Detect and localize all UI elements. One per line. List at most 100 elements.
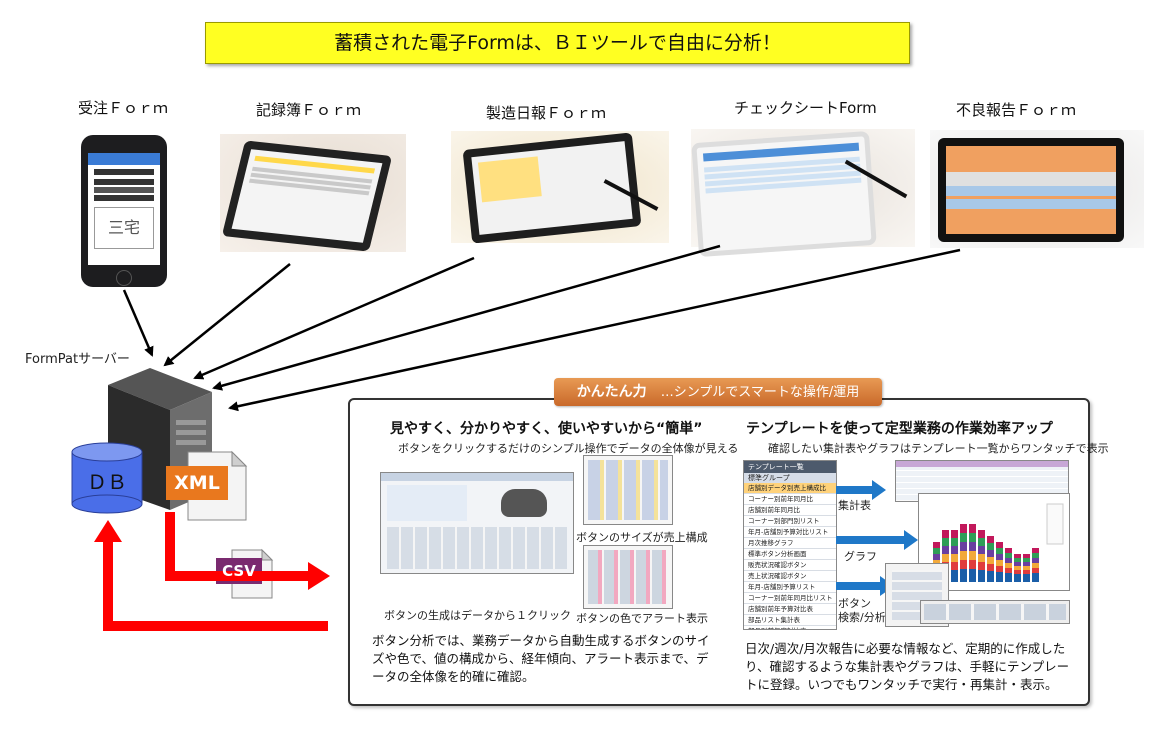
tablet-defect-report: [930, 130, 1144, 248]
template-list-group: 標準グループ: [744, 473, 836, 483]
form-label-order: 受注Ｆｏｒｍ: [78, 99, 169, 117]
button-analysis-screenshot: [380, 472, 574, 574]
headline-banner: 蓄積された電子Formは、ＢＩツールで自由に分析！: [205, 22, 910, 64]
blue-arrow-button: [836, 576, 894, 596]
graph-bar-segment: [987, 557, 994, 564]
graph-bar-segment: [1005, 573, 1012, 582]
template-list-header: テンプレート一覧: [744, 461, 836, 473]
graph-bar-segment: [969, 551, 976, 560]
template-list-item[interactable]: 月次推移グラフ: [744, 538, 836, 549]
template-list-item[interactable]: 部品別前年度対比表: [744, 626, 836, 629]
graph-bar-segment: [969, 560, 976, 569]
graph-bar-segment: [996, 566, 1003, 572]
label-graph: グラフ: [844, 550, 877, 563]
caption-button-size: ボタンのサイズが売上構成: [576, 531, 708, 544]
form-label-defect-report: 不良報告Ｆｏｒｍ: [956, 101, 1077, 119]
graph-bar-segment: [978, 530, 985, 538]
red-arrow-export: [165, 512, 310, 581]
graph-bar-segment: [1005, 558, 1012, 563]
xml-file-icon: [166, 450, 248, 521]
panel-tab: かんたん力…シンプルでスマートな操作/運用: [554, 378, 882, 406]
graph-bar-segment: [951, 570, 958, 582]
button-color-screenshot: [583, 545, 673, 609]
red-arrow-feedback: [103, 540, 328, 631]
tablet-daily-report: [451, 131, 669, 244]
template-list-item[interactable]: 販売状況確認ボタン: [744, 560, 836, 571]
csv-label: CSV: [222, 562, 256, 580]
graph-bar-segment: [978, 570, 985, 582]
right-section-body: 日次/週次/月次報告に必要な情報など、定期的に作成したり、確認するような集計表や…: [745, 641, 1070, 692]
graph-bar-segment: [1032, 553, 1039, 558]
graph-bar-segment: [996, 542, 1003, 548]
graph-bar-segment: [951, 530, 958, 538]
graph-bar-segment: [951, 562, 958, 570]
graph-bar-segment: [987, 550, 994, 557]
arrow-daily-to-server: [193, 256, 475, 380]
right-section-subtitle: 確認したい集計表やグラフはテンプレート一覧からワンタッチで表示: [768, 442, 1109, 455]
stacked-bar-graph: [933, 503, 1064, 582]
form-label-record-book: 記録簿Ｆｏｒｍ: [256, 101, 362, 119]
panel-tab-title: かんたん力: [576, 384, 647, 400]
template-list-item[interactable]: コーナー別前年同月比リスト: [744, 593, 836, 604]
graph-bar-segment: [996, 572, 1003, 582]
template-list-item[interactable]: 標準ボタン分析画面: [744, 549, 836, 560]
left-section-title: 見やすく、分かりやすく、使いやすいから“簡単”: [390, 421, 703, 437]
graph-bar-segment: [933, 542, 940, 548]
template-list-screenshot: テンプレート一覧 標準グループ 店舗別データ別売上構成比コーナー別前年同月比店舗…: [743, 460, 837, 630]
graph-bar-segment: [942, 530, 949, 538]
label-button-search: ボタン 検索/分析: [838, 597, 886, 624]
graph-bar-segment: [960, 569, 967, 582]
graph-bar-segment: [1023, 570, 1030, 574]
graph-bar-segment: [960, 551, 967, 560]
template-list-item[interactable]: 店舗別前年予算対比表: [744, 604, 836, 615]
graph-bar-segment: [960, 542, 967, 551]
left-section-subtitle: ボタンをクリックするだけのシンプル操作でデータの全体像が見える: [398, 442, 739, 455]
arrow-record-to-server: [163, 263, 291, 367]
graph-bar-segment: [996, 554, 1003, 560]
graph-bar-segment: [996, 560, 1003, 566]
button-strip-screenshot: [920, 600, 1070, 624]
graph-bar-segment: [1032, 573, 1039, 582]
database-icon: [71, 442, 143, 514]
template-list-item[interactable]: 年月-店舗別予算リスト: [744, 582, 836, 593]
graph-bar-segment: [978, 546, 985, 554]
graph-bar-segment: [1005, 568, 1012, 573]
template-list-item[interactable]: コーナー別前年同月比: [744, 494, 836, 505]
graph-bar-segment: [960, 560, 967, 569]
graph-bar-segment: [951, 546, 958, 554]
graph-bar-segment: [1032, 563, 1039, 568]
graph-bar-segment: [1014, 566, 1021, 570]
arrow-defect-to-server: [228, 248, 961, 412]
graph-bar-segment: [1014, 558, 1021, 562]
blue-arrows: [836, 480, 918, 596]
blue-arrow-graph: [836, 530, 918, 550]
template-list-item[interactable]: 店舗別データ別売上構成比: [744, 483, 836, 494]
graph-bar-segment: [987, 571, 994, 582]
form-label-checksheet: チェックシートForm: [734, 99, 877, 117]
xml-label: XML: [174, 472, 220, 494]
graph-bar-segment: [942, 538, 949, 546]
template-list-item[interactable]: コーナー別部門別リスト: [744, 516, 836, 527]
graph-bar-segment: [969, 524, 976, 533]
left-section-body: ボタン分析では、業務データから自動生成するボタンのサイズや色で、値の構成から、経…: [372, 633, 710, 684]
graph-bar-segment: [1023, 554, 1030, 558]
graph-bar-segment: [987, 536, 994, 543]
right-section-title: テンプレートを使って定型業務の作業効率アップ: [746, 421, 1053, 437]
graph-bar-segment: [960, 533, 967, 542]
graph-bar-segment: [1005, 563, 1012, 568]
graph-bar-segment: [1032, 548, 1039, 553]
graph-bar-segment: [942, 554, 949, 562]
template-list-item[interactable]: 店舗別前年同月比: [744, 505, 836, 516]
db-label: ＤＢ: [87, 470, 127, 494]
template-list-item[interactable]: 年月-店舗別予算対比リスト: [744, 527, 836, 538]
tablet-record-book: [220, 134, 406, 252]
graph-bar-segment: [1032, 568, 1039, 573]
arrow-order-to-server: [122, 289, 154, 357]
template-list-item[interactable]: 売上状況確認ボタン: [744, 571, 836, 582]
smartphone-device: 三宅: [81, 135, 167, 287]
graph-bar-segment: [1005, 548, 1012, 553]
template-list-item[interactable]: 部品リスト集計表: [744, 615, 836, 626]
graph-bar-segment: [996, 548, 1003, 554]
graph-bar-segment: [1023, 562, 1030, 566]
